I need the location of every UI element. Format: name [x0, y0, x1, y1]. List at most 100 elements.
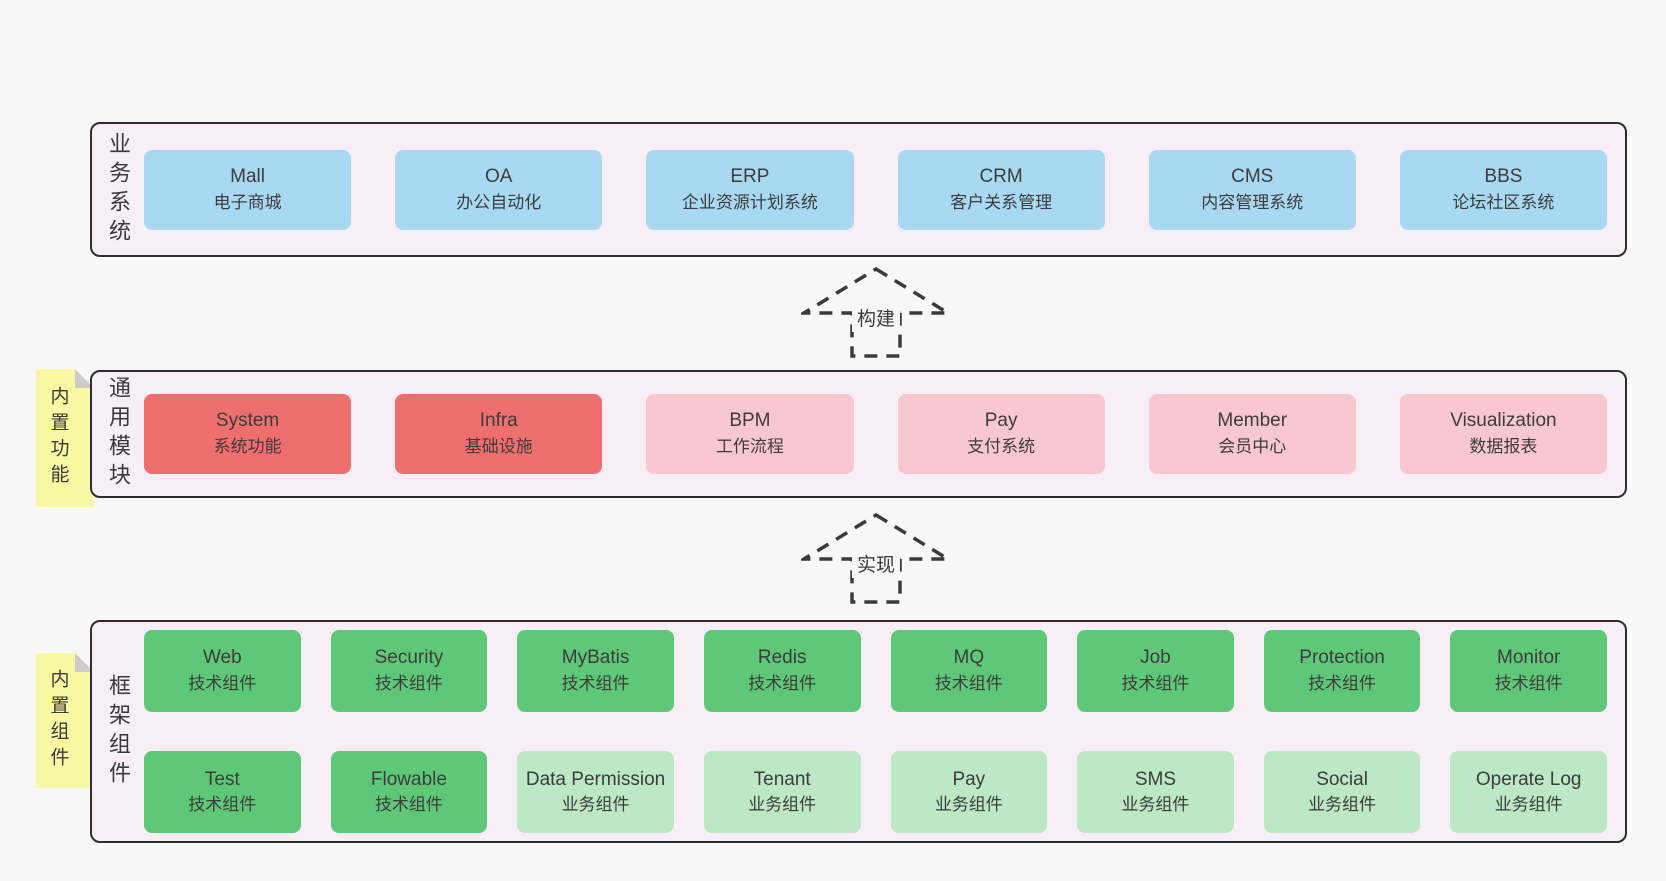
module-box-pay: Pay 支付系统 — [897, 394, 1105, 474]
module-box-erp: ERP 企业资源计划系统 — [646, 149, 854, 230]
module-name: Redis — [757, 647, 807, 669]
arrow-up-build: 构建 — [801, 267, 951, 359]
module-box-oa: OA 办公自动化 — [395, 149, 603, 230]
module-name: CRM — [979, 165, 1023, 187]
module-box-monitor: Monitor 技术组件 — [1450, 629, 1607, 712]
arrow-label: 实现 — [851, 555, 901, 578]
module-category: 技术组件 — [1121, 673, 1190, 693]
module-name: Pay — [984, 410, 1018, 432]
module-box-cms: CMS 内容管理系统 — [1148, 149, 1356, 230]
module-name: Visualization — [1450, 410, 1557, 432]
module-box-operate-log: Operate Log 业务组件 — [1450, 751, 1607, 834]
module-name: MyBatis — [561, 647, 630, 669]
module-name: Infra — [479, 410, 518, 432]
module-category: 业务组件 — [561, 795, 630, 815]
module-name: Test — [204, 768, 240, 790]
module-box-system: System 系统功能 — [144, 394, 352, 474]
module-name: Web — [202, 647, 242, 669]
module-category: 技术组件 — [374, 673, 443, 693]
dashed-up-arrow-icon — [801, 267, 951, 358]
module-category: 客户关系管理 — [950, 192, 1053, 212]
module-box-test: Test 技术组件 — [144, 751, 301, 834]
module-name: MQ — [953, 647, 985, 669]
sticky-note-builtin-components: 内置组件 — [36, 653, 94, 788]
module-category: 支付系统 — [967, 437, 1036, 457]
band-label: 业务系统 — [106, 131, 131, 248]
module-name: CMS — [1231, 165, 1274, 187]
module-name: Operate Log — [1475, 768, 1582, 790]
module-box-flowable: Flowable 技术组件 — [330, 751, 488, 834]
module-box-protection: Protection 技术组件 — [1263, 629, 1421, 712]
module-name: SMS — [1134, 768, 1177, 790]
module-box-bbs: BBS 论坛社区系统 — [1399, 149, 1607, 230]
module-category: 业务组件 — [1308, 795, 1377, 815]
module-name: ERP — [730, 165, 770, 187]
module-box-visualization: Visualization 数据报表 — [1399, 394, 1607, 474]
module-category: 数据报表 — [1469, 437, 1538, 457]
module-category: 技术组件 — [188, 795, 257, 815]
band-boxes: Mall 电子商城 OA 办公自动化 ERP 企业资源计划系统 CRM 客户关系管理 CMS 内容… — [142, 124, 1625, 255]
module-category: 工作流程 — [715, 437, 784, 457]
module-name: System — [215, 410, 280, 432]
module-category: 业务组件 — [1121, 795, 1190, 815]
module-box-infra: Infra 基础设施 — [395, 394, 603, 474]
module-category: 企业资源计划系统 — [681, 192, 818, 212]
arrow-label: 构建 — [851, 309, 901, 332]
sticky-label: 内置功能 — [47, 386, 69, 490]
module-name: Tenant — [753, 768, 811, 790]
module-category: 电子商城 — [213, 192, 282, 212]
module-box-social: Social 业务组件 — [1263, 751, 1421, 834]
module-category: 技术组件 — [1494, 673, 1563, 693]
module-name: Flowable — [370, 768, 447, 790]
dashed-up-arrow-icon — [801, 513, 951, 604]
module-category: 技术组件 — [934, 673, 1003, 693]
band-label: 通用模块 — [106, 376, 131, 492]
module-category: 基础设施 — [464, 437, 533, 457]
sticky-label: 内置组件 — [47, 668, 69, 773]
module-category: 业务组件 — [748, 795, 817, 815]
module-category: 技术组件 — [1308, 673, 1377, 693]
module-name: Pay — [952, 768, 986, 790]
module-category: 论坛社区系统 — [1452, 192, 1555, 212]
module-category: 业务组件 — [934, 795, 1003, 815]
module-category: 业务组件 — [1494, 795, 1563, 815]
module-name: Social — [1316, 768, 1368, 790]
module-category: 技术组件 — [561, 673, 630, 693]
module-box-pay: Pay 业务组件 — [890, 751, 1048, 834]
module-category: 内容管理系统 — [1201, 192, 1304, 212]
module-box-bpm: BPM 工作流程 — [646, 394, 854, 474]
module-box-crm: CRM 客户关系管理 — [897, 149, 1105, 230]
module-box-sms: SMS 业务组件 — [1077, 751, 1234, 834]
module-name: Monitor — [1497, 647, 1561, 669]
module-name: Mall — [230, 165, 265, 187]
module-box-mq: MQ 技术组件 — [890, 629, 1048, 712]
module-category: 技术组件 — [374, 795, 443, 815]
module-box-security: Security 技术组件 — [330, 629, 488, 712]
module-name: Data Permission — [525, 768, 666, 790]
module-category: 办公自动化 — [456, 192, 542, 212]
band-common-modules: 通用模块 System 系统功能 Infra 基础设施 BPM 工作流程 Pay 支付系统 Me… — [90, 370, 1627, 498]
module-box-mybatis: MyBatis 技术组件 — [517, 629, 674, 712]
module-category: 系统功能 — [213, 437, 282, 457]
band-business-systems: 业务系统 Mall 电子商城 OA 办公自动化 ERP 企业资源计划系统 CRM 客户关系管理… — [90, 122, 1627, 257]
module-name: Protection — [1299, 647, 1385, 669]
module-box-data-permission: Data Permission 业务组件 — [517, 751, 674, 834]
module-box-tenant: Tenant 业务组件 — [703, 751, 861, 834]
module-name: Security — [374, 647, 444, 669]
module-name: BBS — [1484, 165, 1523, 187]
module-name: OA — [485, 165, 513, 187]
module-name: Job — [1140, 647, 1171, 669]
module-box-mall: Mall 电子商城 — [144, 149, 352, 230]
module-name: Member — [1217, 410, 1288, 432]
module-name: BPM — [729, 410, 771, 432]
band-label: 框架组件 — [106, 673, 131, 790]
